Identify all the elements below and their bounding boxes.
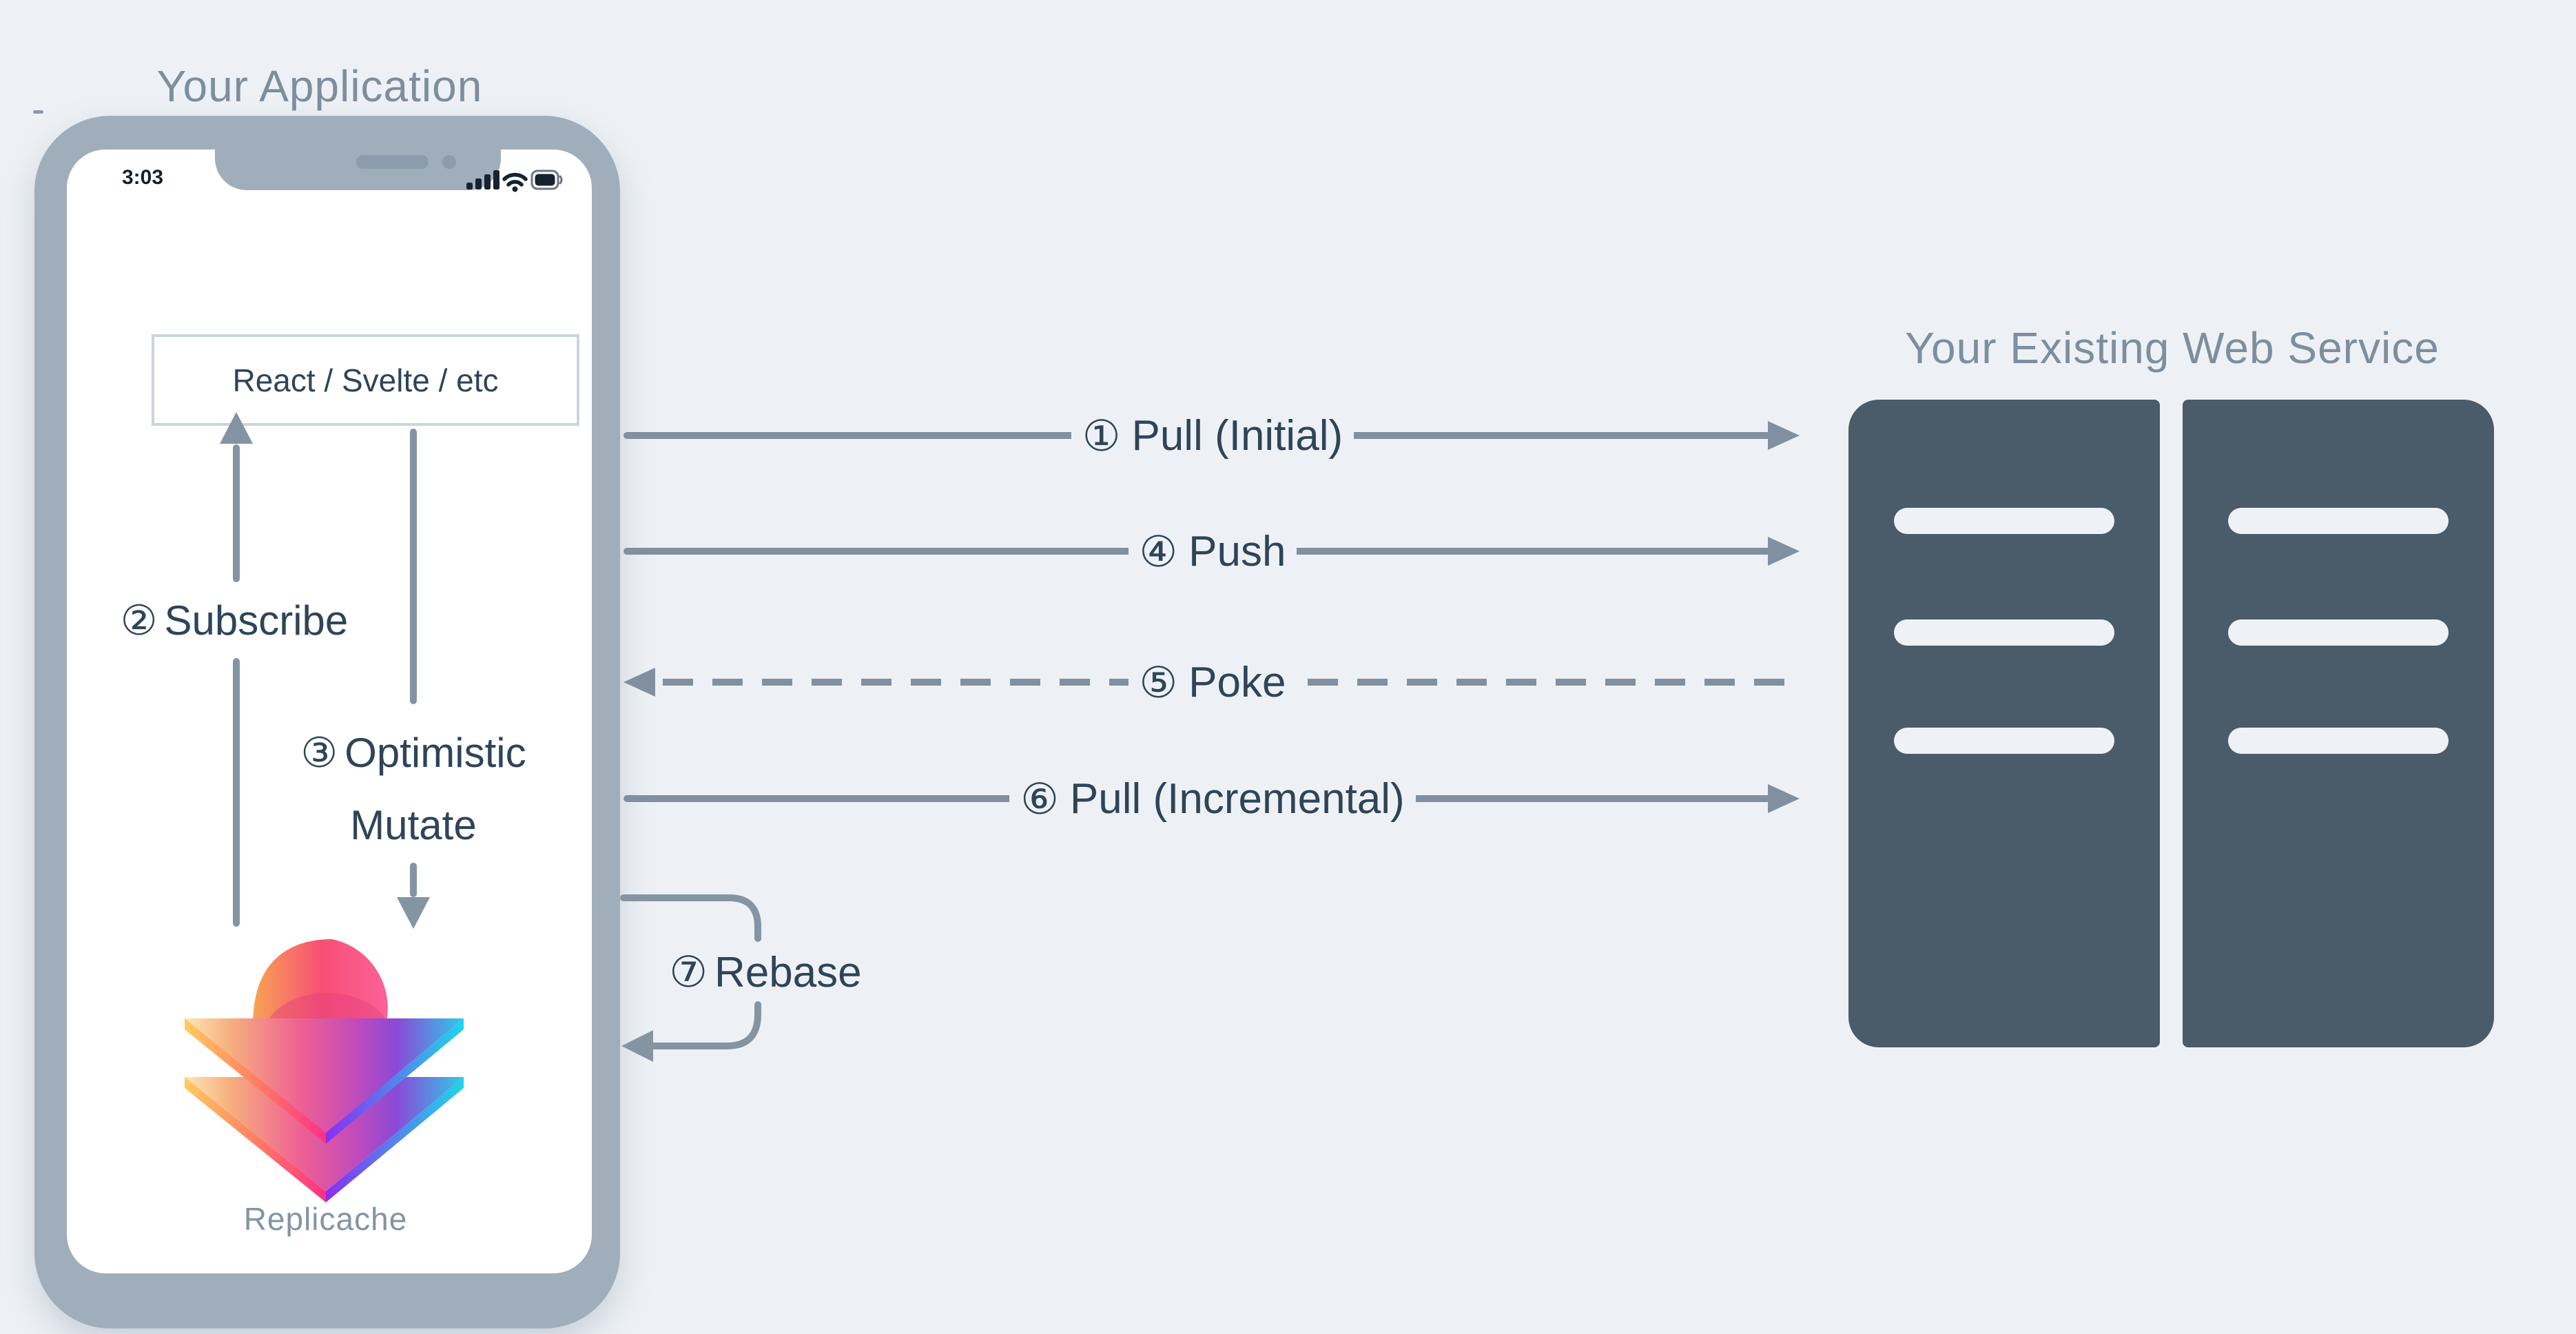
replicache-logo — [185, 939, 464, 1202]
server-slot-bar — [1894, 728, 2114, 754]
stray-dash-mark — [33, 110, 43, 114]
server-slot-bar — [2228, 728, 2449, 754]
ui-framework-box: React / Svelte / etc — [152, 334, 579, 426]
phone-notch — [215, 150, 501, 190]
server-slot-bar — [2228, 619, 2449, 646]
mutate-arrowhead-icon — [397, 897, 430, 929]
rebase-arrowhead-icon — [621, 1030, 653, 1062]
server-slot-bar — [1894, 619, 2114, 646]
mutate-line-upper — [410, 429, 417, 704]
web-service-title: Your Existing Web Service — [1905, 323, 2440, 373]
speaker-icon — [356, 155, 429, 169]
phone-frame: 3:03 — [34, 116, 620, 1328]
wifi-icon — [502, 172, 528, 187]
logo-upper-layer — [185, 1018, 464, 1144]
subscribe-arrowhead-icon — [220, 412, 253, 444]
poke-arrowhead-icon — [624, 668, 655, 697]
pull-initial-arrowhead-icon — [1768, 421, 1800, 450]
server-slot-bar — [2228, 508, 2449, 534]
wifi-dot — [512, 186, 518, 192]
mutate-line-lower — [410, 863, 417, 897]
battery-icon — [530, 170, 563, 190]
status-bar-icons — [466, 166, 563, 197]
cellular-wifi-battery-icons — [466, 170, 563, 192]
phone-screen: 3:03 — [67, 150, 592, 1273]
camera-icon — [442, 155, 456, 169]
application-title: Your Application — [156, 61, 483, 111]
logo-caption: Replicache — [243, 1201, 408, 1237]
pull-incremental-arrowhead-icon — [1768, 784, 1800, 813]
server-slot-bar — [1894, 508, 2114, 534]
subscribe-line-lower — [233, 658, 240, 927]
rebase-loop-arrow — [620, 894, 761, 1062]
status-bar-time: 3:03 — [121, 166, 164, 189]
server-tower — [2183, 400, 2494, 1047]
subscribe-step-number: ② — [120, 597, 158, 644]
ui-framework-label: React / Svelte / etc — [232, 362, 499, 398]
server-tower — [1848, 400, 2160, 1047]
subscribe-line-upper — [233, 444, 240, 582]
cellular-signal-icon — [466, 170, 499, 189]
push-arrowhead-icon — [1768, 537, 1800, 566]
mutate-step-number: ③ — [300, 730, 338, 776]
